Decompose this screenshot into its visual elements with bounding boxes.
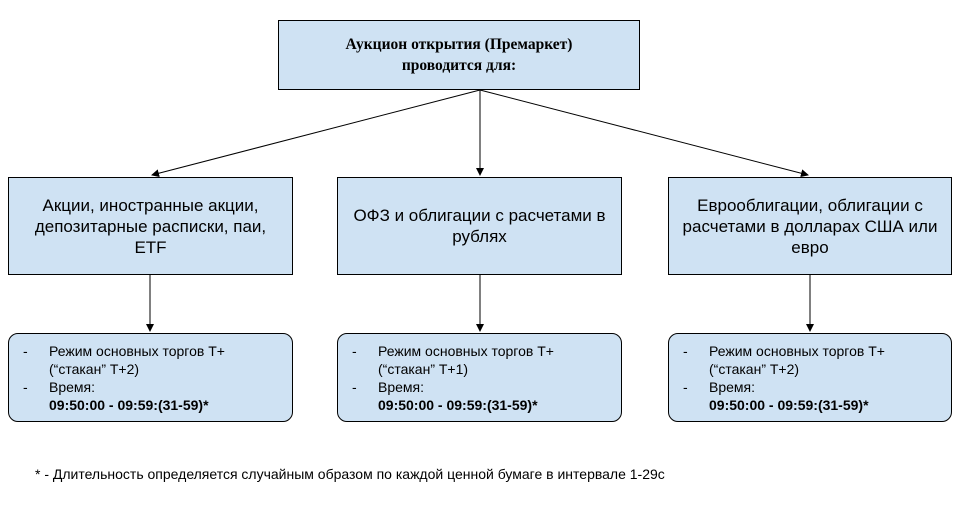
mode-line: Режим основных торгов Т+ [709,343,885,359]
time-label: Время: [49,379,96,395]
mode-subline: (“стакан” Т+2) [49,361,140,377]
mode-subline: (“стакан” Т+2) [709,361,800,377]
category-box-stocks: Акции, иностранные акции, депозитарные р… [8,177,293,275]
mode-subline: (“стакан” Т+1) [378,361,469,377]
time-value: 09:50:00 - 09:59:(31-59)* [709,397,869,413]
bullet-dash: - [683,343,688,359]
category-box-rub-bonds: ОФЗ и облигации с расчетами в рублях [337,177,622,275]
category-box-eurobonds: Еврооблигации, облигации с расчетами в д… [668,177,952,275]
arrow-to-category-1 [151,89,481,178]
detail-box-rub-bonds: - Режим основных торгов Т+ (“стакан” Т+1)… [337,333,622,422]
footnote: * - Длительность определяется случайным … [35,466,665,482]
bullet-dash: - [23,343,28,359]
mode-line: Режим основных торгов Т+ [49,343,225,359]
header-title-line2: проводится для: [401,57,517,74]
header-box: Аукцион открытия (Премаркет) проводится … [278,20,640,90]
bullet-dash: - [352,379,357,395]
bullet-dash: - [352,343,357,359]
category-label: Еврооблигации, облигации с расчетами в д… [682,195,938,257]
arrow-to-category-3 [479,89,809,178]
bullet-dash: - [23,379,28,395]
time-value: 09:50:00 - 09:59:(31-59)* [49,397,209,413]
category-label: ОФЗ и облигации с расчетами в рублях [353,206,606,246]
mode-line: Режим основных торгов Т+ [378,343,554,359]
bullet-dash: - [683,379,688,395]
header-title-line1: Аукцион открытия (Премаркет) [345,36,573,53]
detail-box-stocks: - Режим основных торгов Т+ (“стакан” Т+2)… [8,333,293,422]
detail-box-eurobonds: - Режим основных торгов Т+ (“стакан” Т+2)… [668,333,952,422]
time-value: 09:50:00 - 09:59:(31-59)* [378,397,538,413]
time-label: Время: [709,379,756,395]
category-label: Акции, иностранные акции, депозитарные р… [34,195,267,257]
time-label: Время: [378,379,425,395]
